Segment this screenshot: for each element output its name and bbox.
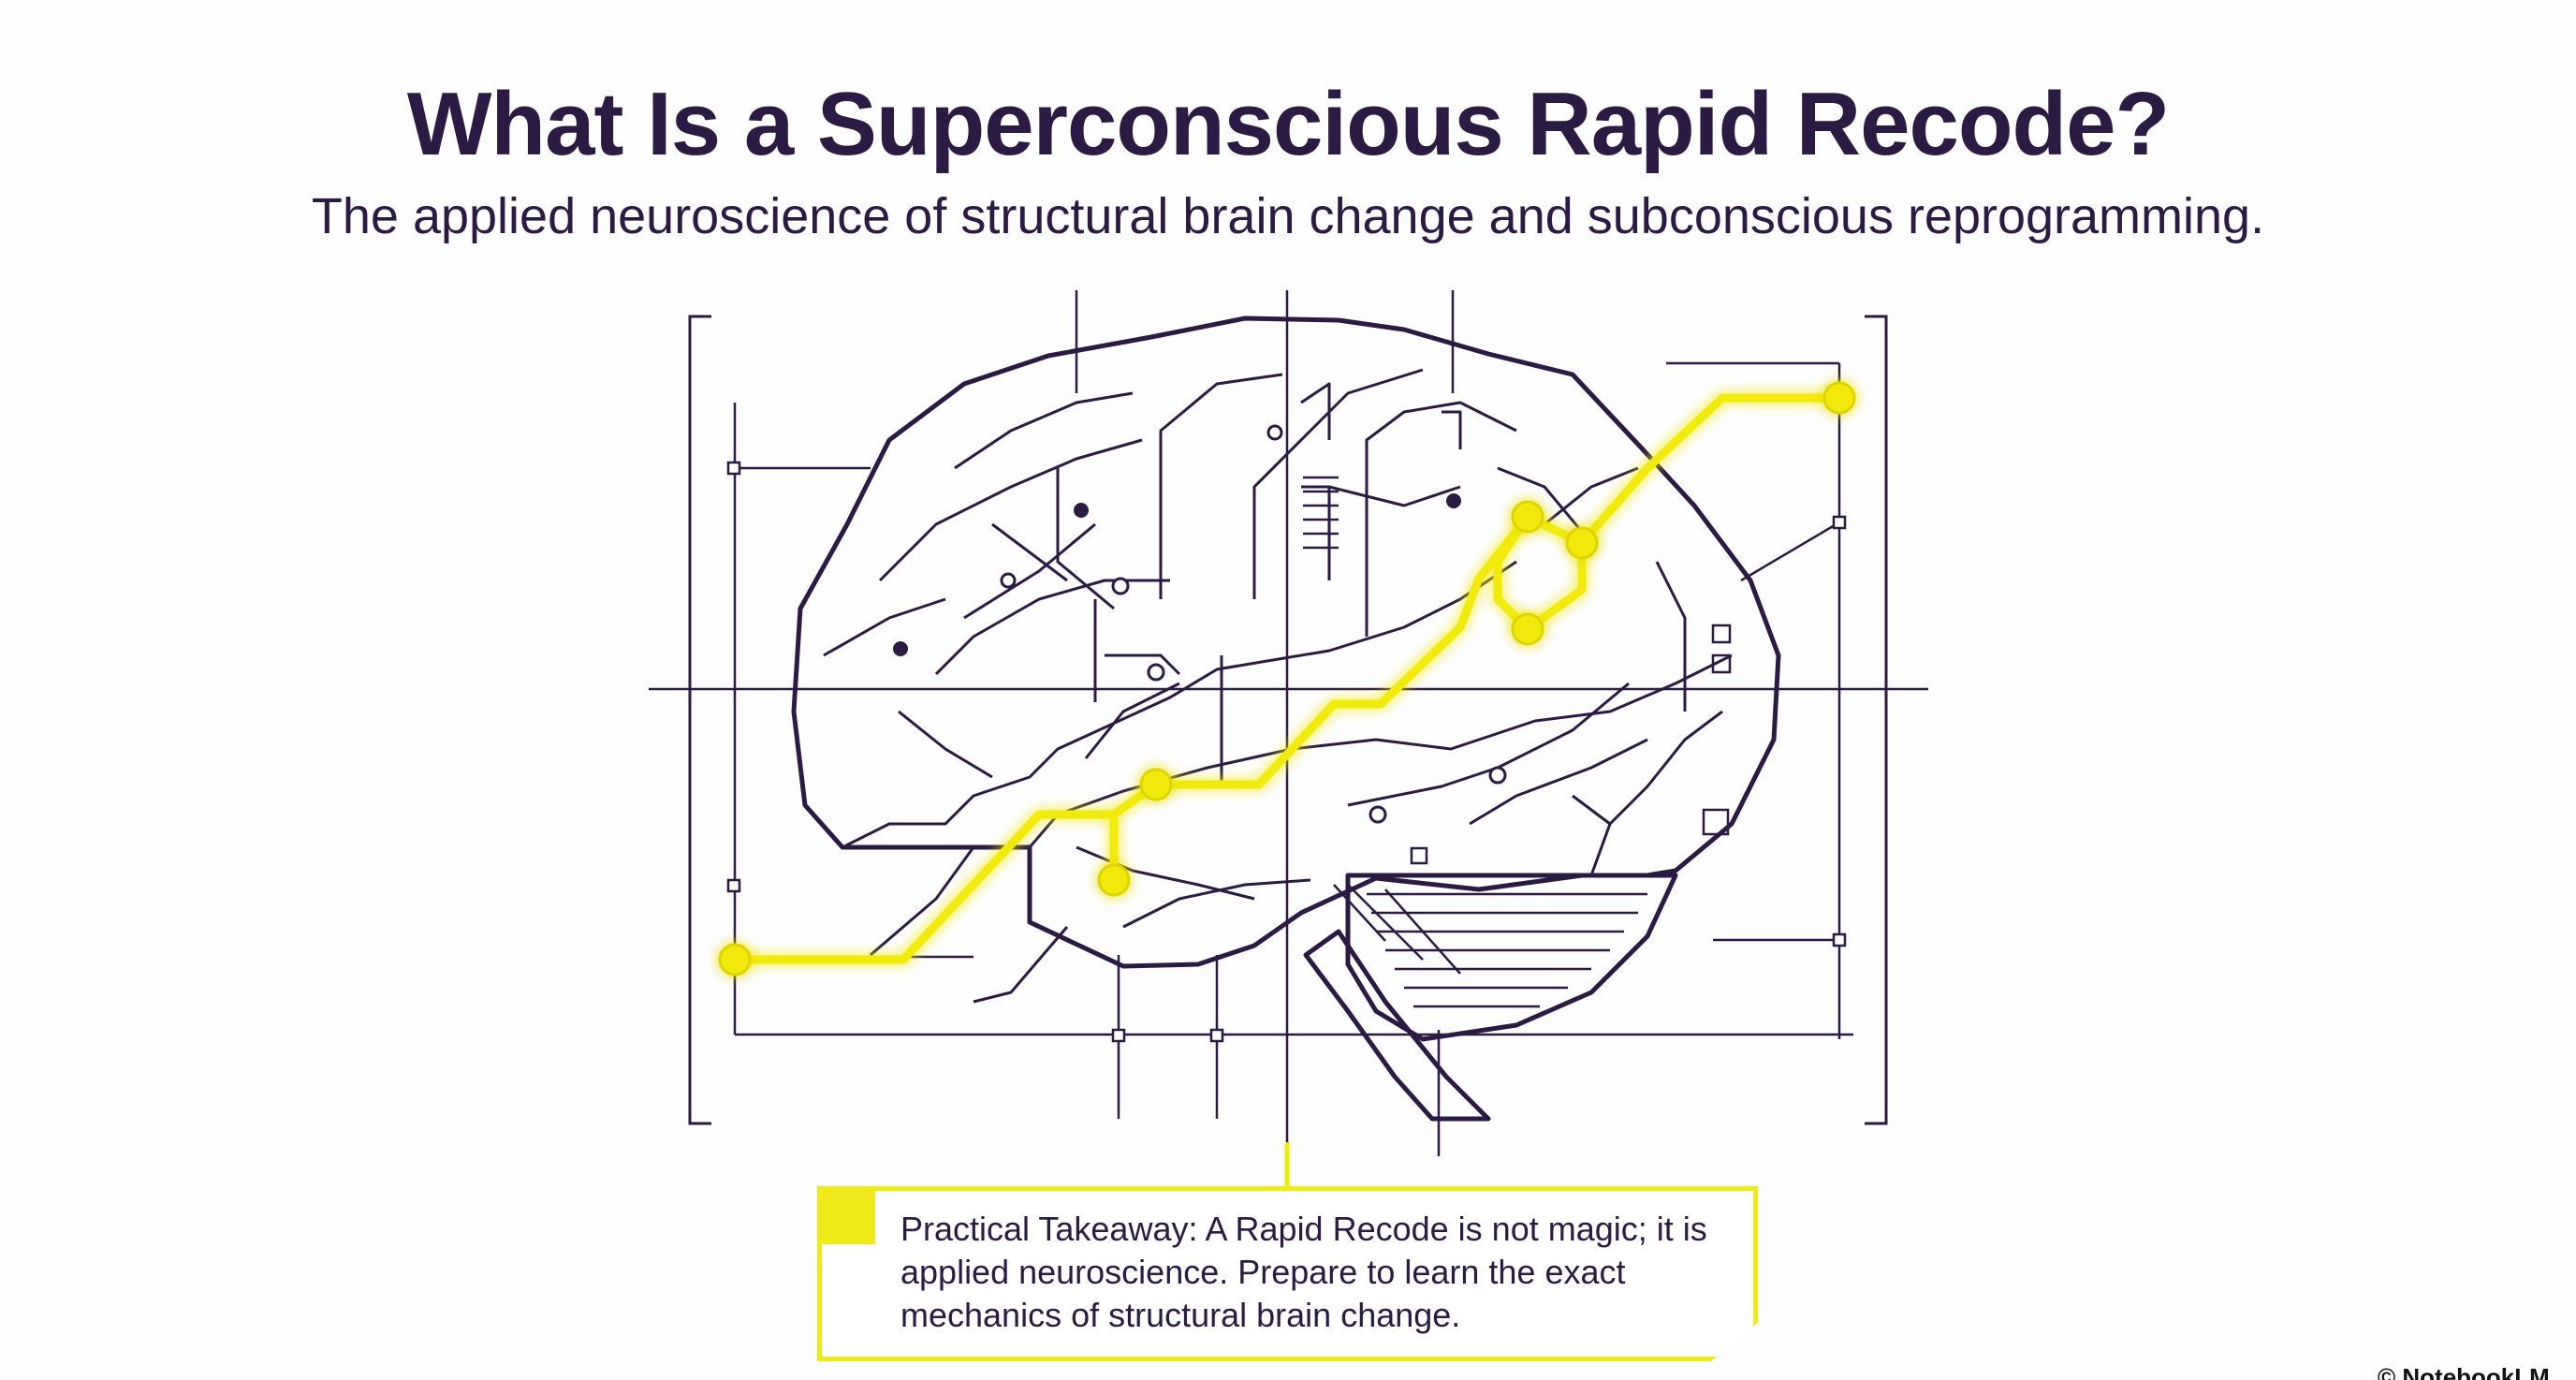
page-subtitle: The applied neuroscience of structural b… [311,188,2265,244]
cerebellum-hatching [1333,884,1647,1008]
credit-text: © NotebookLM [2378,1363,2550,1380]
grid-lines [649,290,1928,1182]
brain-circuitry [823,368,1733,1004]
frame-brackets [688,315,1888,1125]
highlighted-pathway [730,393,1844,964]
circuit-dots [893,493,1461,656]
takeaway-text: Practical Takeaway: A Rapid Recode is no… [900,1210,1707,1334]
page-title: What Is a Superconscious Rapid Recode? [406,74,2170,174]
circuit-open-dots [1000,424,1507,824]
brain-outline [791,316,1781,1122]
takeaway-box [817,1186,1758,1361]
ladder-marks [1303,476,1339,550]
takeaway-marker [817,1186,875,1244]
pathway-nodes [718,381,1856,976]
